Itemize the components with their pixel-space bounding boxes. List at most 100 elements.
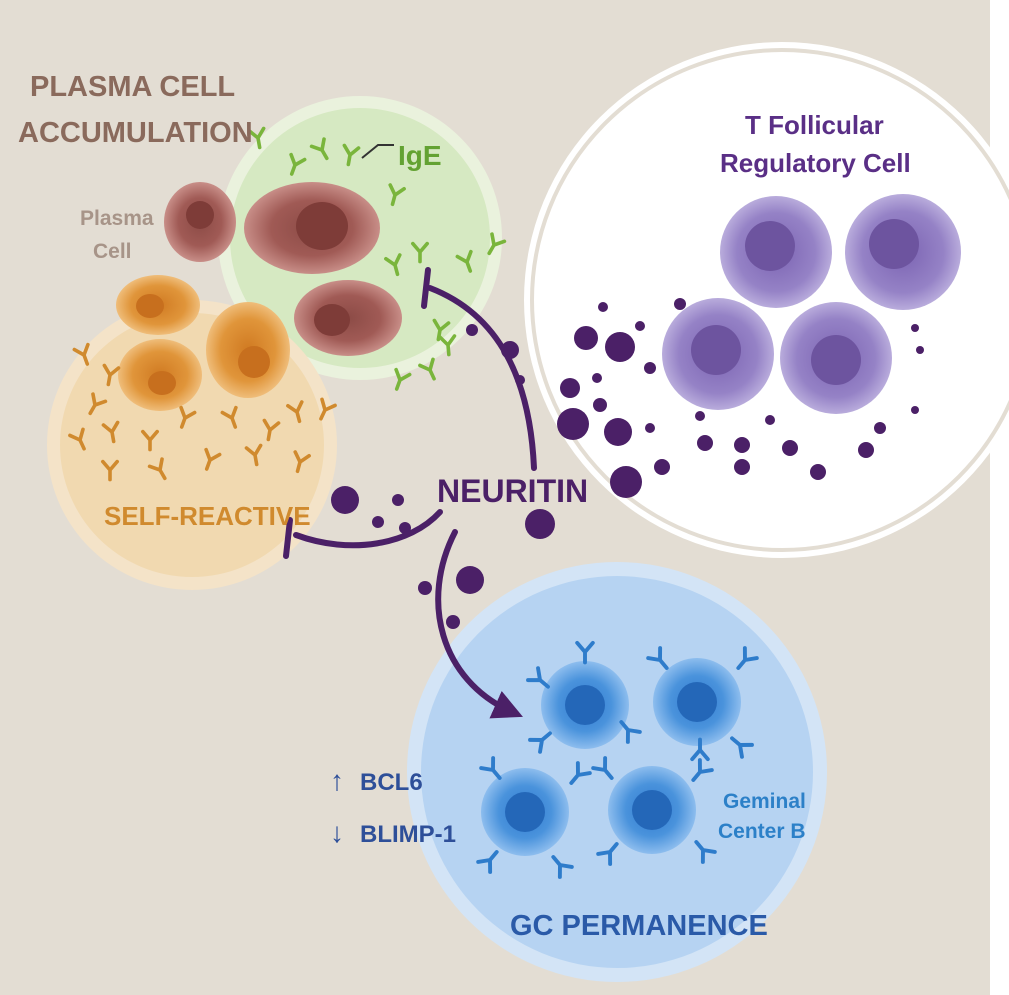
ige-antibody (247, 126, 266, 150)
ige-antibody (309, 137, 329, 161)
neuritin-dot (874, 422, 886, 434)
orange-cell-nucleus (148, 371, 176, 395)
plasma-cell-nucleus (314, 304, 350, 336)
gc-antibody (691, 758, 714, 782)
orange-cell-nucleus (136, 294, 164, 318)
neuritin-dot (697, 435, 713, 451)
tfr-label-line2: Regulatory Cell (720, 148, 911, 178)
neuritin-label: NEURITIN (437, 473, 588, 509)
ige-antibody (418, 357, 436, 381)
neuritin-dot (911, 324, 919, 332)
neuritin-dot (644, 362, 656, 374)
ige-antibody (388, 183, 406, 207)
neuritin-dot (372, 516, 384, 528)
bcl6-up-arrow: ↑ (330, 765, 344, 796)
neuritin-dot (782, 440, 798, 456)
self-reactive-antibody (100, 459, 120, 482)
plasma-cell-accumulation-title: PLASMA CELL (30, 71, 235, 103)
neuritin-dot (557, 408, 589, 440)
gc-antibody (694, 840, 717, 864)
self-reactive-antibody (140, 429, 160, 452)
neuritin-dot (734, 437, 750, 453)
neuritin-dot (446, 615, 460, 629)
neuritin-dot (593, 398, 607, 412)
neuritin-dot (610, 466, 642, 498)
plasma-cells (164, 182, 402, 356)
neuritin-dot (525, 509, 555, 539)
plasma-cell-label: Plasma (80, 207, 154, 230)
gc-antibody (730, 736, 754, 759)
gc-b-label: Geminal (723, 790, 806, 813)
tfr-cells (662, 194, 961, 414)
tfr-cell-nucleus (811, 335, 861, 385)
gc-b-cell-nucleus (565, 685, 605, 725)
self-reactive-antibody (179, 405, 197, 429)
neuritin-dot (765, 415, 775, 425)
labels: PLASMA CELL ACCUMULATION Plasma Cell IgE… (18, 71, 911, 942)
neuritin-dot (654, 459, 670, 475)
gc-b-cell-nucleus (677, 682, 717, 722)
self-reactive-antibody (319, 397, 337, 421)
activate-gc-arrow (435, 529, 523, 719)
neuritin-dots (331, 298, 924, 629)
self-reactive-antibody (68, 427, 86, 451)
bcl6-label: BCL6 (360, 769, 423, 796)
gc-antibody (596, 842, 619, 866)
self-reactive-antibody (72, 342, 90, 366)
gc-antibody (690, 737, 710, 762)
neuritin-dot (810, 464, 826, 480)
self-reactive-antibody (244, 443, 263, 467)
ige-antibody (487, 232, 507, 256)
plasma-cell-label-line2: Cell (93, 240, 132, 263)
neuritin-dot (858, 442, 874, 458)
neuritin-dot (635, 321, 645, 331)
blimp1-down-arrow: ↓ (330, 817, 344, 848)
tfr-cell-nucleus (691, 325, 741, 375)
self-reactive-antibody (102, 363, 121, 387)
neuritin-dot (392, 494, 404, 506)
gc-antibody (646, 646, 669, 670)
ige-antibody (438, 334, 457, 357)
neuritin-dot (592, 373, 602, 383)
gc-antibody (476, 850, 499, 874)
tfr-cell-nucleus (869, 219, 919, 269)
gc-antibody (591, 756, 614, 780)
inhibit-self-reactive-bar (283, 517, 293, 559)
ige-label: IgE (398, 140, 442, 171)
self-reactive-antibody (293, 450, 311, 474)
self-reactive-antibody (286, 400, 304, 424)
gc-b-cell-nucleus (632, 790, 672, 830)
neuritin-dot (645, 423, 655, 433)
plasma-cell-accumulation-title-line2: ACCUMULATION (18, 117, 253, 149)
neuritin-dot (560, 378, 580, 398)
gc-permanence-label: GC PERMANENCE (510, 910, 768, 942)
gc-antibody (736, 646, 759, 670)
self-reactive-antibody (204, 447, 222, 471)
neuritin-dot (574, 326, 598, 350)
gc-antibody (526, 666, 550, 689)
self-reactive-antibody (147, 457, 167, 481)
inhibit-self-reactive-arc (293, 509, 443, 549)
inhibit-ige-arc (427, 285, 537, 471)
neuritin-dot (466, 324, 478, 336)
gc-antibody (528, 731, 552, 754)
gc-antibody (619, 720, 642, 744)
neuritin-dot (695, 411, 705, 421)
self-reactive-label: SELF-REACTIVE (104, 501, 311, 531)
self-reactive-antibody (101, 420, 120, 444)
plasma-cell-nucleus (296, 202, 348, 250)
ige-pointer-line (361, 144, 394, 159)
neuritin-dot (674, 298, 686, 310)
neuritin-dot (605, 332, 635, 362)
neuritin-dot (598, 302, 608, 312)
antibodies (68, 126, 759, 879)
neuritin-dot (456, 566, 484, 594)
tfr-label: T Follicular (745, 110, 884, 140)
blimp1-label: BLIMP-1 (360, 821, 456, 848)
gc-antibody (569, 761, 592, 785)
gc-antibody (551, 855, 574, 879)
inhibit-ige-bar (421, 267, 431, 309)
tfr-cell-nucleus (745, 221, 795, 271)
